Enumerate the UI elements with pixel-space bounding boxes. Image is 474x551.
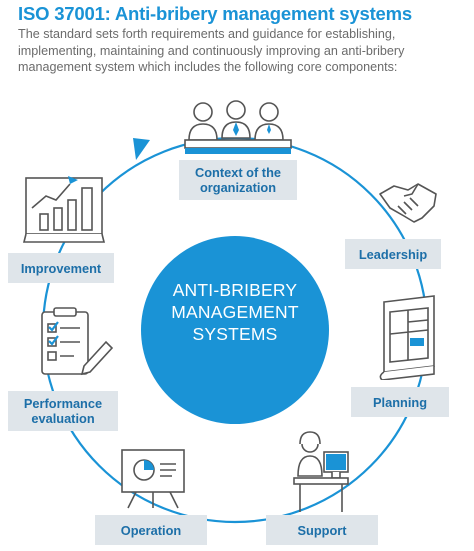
cycle-arrowhead [133, 138, 150, 160]
operation-label: Operation [95, 515, 207, 545]
context-label-line-2: organization [199, 180, 277, 195]
leadership-label: Leadership [345, 239, 441, 269]
support-desk-icon [293, 431, 349, 512]
context-label: Context of the organization [179, 160, 297, 200]
checklist-icon [41, 307, 114, 376]
blueprint-icon [379, 295, 435, 380]
center-title-line-3: SYSTEMS [192, 324, 278, 344]
intro-text: The standard sets forth requirements and… [18, 27, 405, 74]
planning-label: Planning [351, 387, 449, 417]
handshake-icon [379, 183, 437, 223]
center-title-line-2: MANAGEMENT [171, 302, 299, 322]
improvement-label: Improvement [8, 253, 114, 283]
people-icon [184, 100, 292, 154]
center-circle [141, 236, 329, 424]
context-label-line-1: Context of the [194, 165, 282, 180]
page-title: ISO 37001: Anti-bribery management syste… [18, 3, 412, 24]
support-label: Support [266, 515, 378, 545]
performance-label-line-1: Performance [23, 396, 103, 411]
performance-label-line-2: evaluation [31, 411, 95, 426]
presentation-icon [121, 449, 185, 509]
center-title-line-1: ANTI-BRIBERY [172, 280, 298, 300]
center-title: ANTI-BRIBERY MANAGEMENT SYSTEMS [141, 279, 329, 345]
performance-label: Performance evaluation [8, 391, 118, 431]
growth-chart-icon [22, 176, 106, 243]
